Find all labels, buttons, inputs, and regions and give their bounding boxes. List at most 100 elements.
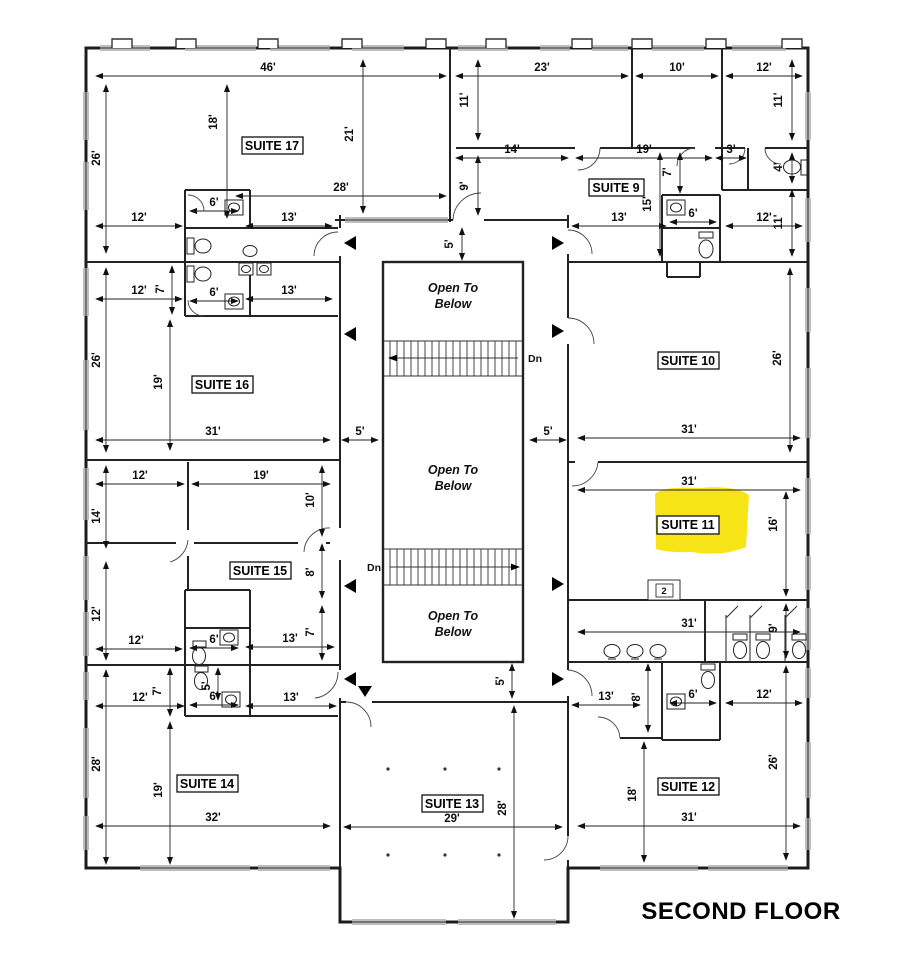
dim-label: 12' (132, 692, 148, 704)
dim-label: 19' (153, 782, 165, 798)
svg-text:SUITE 15: SUITE 15 (233, 564, 287, 578)
stair-arrowhead-lower (511, 563, 520, 571)
column-dots (386, 767, 501, 857)
dim-label: 6' (688, 689, 697, 701)
dim-label: 26' (768, 754, 780, 770)
toilet-icon (698, 231, 714, 259)
dim-label: 26' (772, 350, 784, 366)
svg-text:SUITE 17: SUITE 17 (245, 139, 299, 153)
dim-label: 18' (627, 786, 639, 802)
dim-label: 9' (768, 623, 780, 632)
suite-16-label: SUITE 16 (191, 375, 254, 394)
stair-arrowhead-upper (388, 354, 397, 362)
dim-label: 10' (305, 492, 317, 508)
toilet-icon (186, 265, 212, 283)
dimension-labels: 46' 23' 10' 12' 14' 19' 3' 28' 6' 12' 13… (91, 62, 785, 825)
suite-labels: SUITE 17 SUITE 9 SUITE 16 SUITE 10 SUITE… (176, 136, 720, 813)
roof-tabs (111, 38, 803, 48)
floor-title: SECOND FLOOR (641, 898, 840, 925)
dim-label: 14' (504, 144, 520, 156)
dim-label: 31' (681, 424, 697, 436)
dim-label: 8' (631, 692, 643, 701)
dim-label: 23' (534, 62, 550, 74)
dim-label: 6' (209, 287, 218, 299)
dim-label: 32' (205, 812, 221, 824)
sink-icon (666, 199, 686, 216)
dim-label: 12' (131, 285, 147, 297)
toilet-icon (192, 640, 207, 665)
atrium-outline (381, 260, 525, 664)
dim-label: 31' (681, 812, 697, 824)
dim-label: 29' (444, 813, 460, 825)
svg-text:SUITE 9: SUITE 9 (592, 181, 639, 195)
dim-label: 12' (131, 212, 147, 224)
dim-label: 4' (773, 162, 785, 171)
dim-label: 6' (209, 634, 218, 646)
toilet-icon (700, 663, 716, 689)
dim-label: 11' (773, 214, 785, 229)
toilet-icon (194, 665, 209, 690)
dim-label: 19' (636, 144, 652, 156)
dim-label: 14' (91, 508, 103, 524)
dim-label: 12' (756, 62, 772, 74)
open-to-below-label: Below (435, 479, 473, 493)
toilet-icon (755, 633, 771, 659)
open-to-below-label: Open To (428, 609, 479, 623)
dim-label: 12' (756, 689, 772, 701)
room-tag-label: 2 (661, 586, 666, 597)
sink-icon (219, 629, 239, 646)
dim-label: 18' (208, 114, 220, 130)
dim-label: 46' (260, 62, 276, 74)
open-to-below-label: Below (435, 297, 473, 311)
toilet-icon (732, 633, 748, 659)
stair-down-label: Dn (367, 562, 381, 574)
open-to-below-label: Open To (428, 463, 479, 477)
dim-label: 16' (768, 516, 780, 532)
dim-label: 7' (305, 627, 317, 636)
dimension-lines (95, 59, 803, 919)
dim-label: 31' (681, 618, 697, 630)
dim-label: 5' (444, 239, 456, 248)
dim-label: 7' (152, 686, 164, 695)
dim-label: 11' (459, 92, 471, 107)
dim-label: 31' (681, 476, 697, 488)
dim-label: 28' (91, 756, 103, 772)
suite-12-label: SUITE 12 (657, 777, 720, 796)
dim-label: 9' (459, 181, 471, 190)
dim-label: 21' (344, 126, 356, 142)
sink-pair-icon (238, 262, 272, 276)
suite-17-label: SUITE 17 (241, 136, 304, 155)
toilet-icon (186, 237, 212, 255)
dim-label: 13' (598, 691, 614, 703)
stair-treads-upper (383, 340, 523, 377)
dim-label: 26' (91, 150, 103, 166)
dim-label: 11' (773, 92, 785, 107)
open-to-below-labels: Open To Below Open To Below Open To Belo… (428, 281, 479, 639)
sink-icon (224, 199, 244, 216)
dim-label: 6' (688, 208, 697, 220)
dim-label: 12' (128, 635, 144, 647)
dim-label: 5' (355, 426, 364, 438)
suite-11-label: SUITE 11 (656, 515, 720, 535)
dim-label: 13' (281, 212, 297, 224)
sink-icon (666, 693, 686, 710)
dim-label: 12' (756, 212, 772, 224)
dim-label: 5' (495, 676, 507, 685)
dim-label: 19' (253, 470, 269, 482)
svg-text:SUITE 14: SUITE 14 (180, 777, 234, 791)
suite-9-label: SUITE 9 (588, 178, 645, 197)
open-to-below-label: Open To (428, 281, 479, 295)
room-tag-box: 2 (647, 579, 681, 601)
suite-14-label: SUITE 14 (176, 774, 239, 793)
dim-label: 6' (209, 691, 218, 703)
dim-label: 5' (543, 426, 552, 438)
svg-text:SUITE 13: SUITE 13 (425, 797, 479, 811)
svg-text:SUITE 12: SUITE 12 (661, 780, 715, 794)
dim-label: 19' (153, 374, 165, 390)
dim-label: 8' (305, 567, 317, 576)
dim-label: 10' (669, 62, 685, 74)
svg-text:SUITE 10: SUITE 10 (661, 354, 715, 368)
basin-icon (242, 245, 258, 257)
